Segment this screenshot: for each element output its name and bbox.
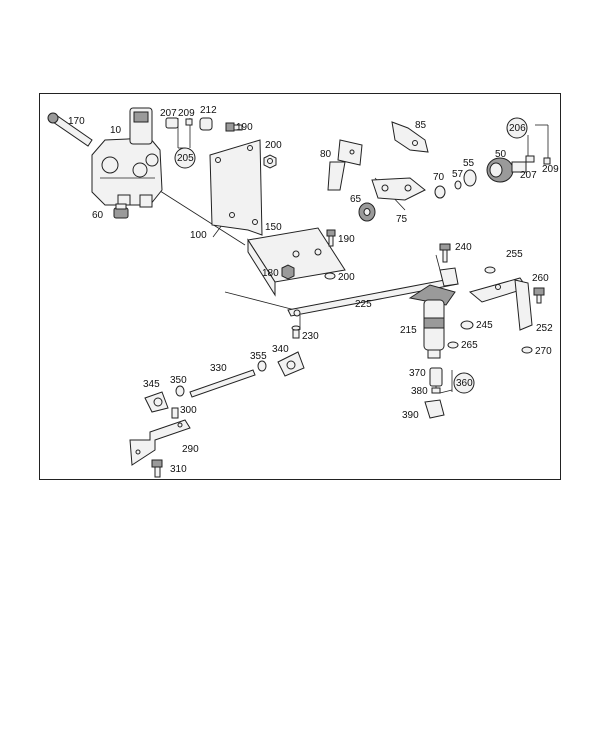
nut-part-180: [281, 264, 295, 280]
label-215: 215: [400, 325, 417, 336]
label-85: 85: [415, 120, 427, 131]
label-255: 255: [506, 249, 523, 260]
circle-part-360: [453, 372, 475, 394]
washer-part-265: [447, 341, 459, 349]
label-190-top: 190: [236, 122, 253, 133]
bracket-plate-part-100: [209, 139, 263, 236]
label-380: 380: [411, 386, 428, 397]
label-270: 270: [535, 346, 552, 357]
label-330: 330: [210, 363, 227, 374]
fittings-370-380-390: [424, 367, 475, 419]
label-150: 150: [265, 222, 282, 233]
label-225: 225: [355, 299, 372, 310]
label-206: 206: [509, 123, 526, 134]
label-340: 345: [143, 379, 160, 390]
label-55: 55: [463, 158, 475, 169]
pin-part-230: [291, 325, 301, 339]
label-205: 205: [177, 153, 194, 164]
screw-part-300: [171, 407, 179, 419]
nut-part-200-top: [263, 154, 277, 169]
label-300: 300: [180, 405, 197, 416]
label-207-right: 207: [520, 170, 537, 181]
label-355: 355: [250, 351, 267, 362]
label-207-left: 207: [160, 108, 177, 119]
label-290: 290: [182, 444, 199, 455]
linkage-rod-part-225: [287, 267, 459, 317]
label-190-lower: 190: [338, 234, 355, 245]
label-209-left: 209: [178, 108, 195, 119]
label-252: 252: [536, 323, 553, 334]
nut-part-65: [358, 202, 376, 222]
label-390: 390: [402, 410, 419, 421]
label-75: 75: [396, 214, 408, 225]
bolt-part-190-lower: [326, 229, 336, 247]
circle-part-205: [174, 147, 196, 169]
bolt-part-170: [47, 112, 93, 147]
label-57: 57: [452, 169, 464, 180]
washer-part-270: [521, 346, 533, 354]
label-170: 170: [68, 116, 85, 127]
rings-parts-70-57-55: [434, 169, 477, 199]
fittings-207-209-212: [165, 117, 213, 169]
bracket-part-290: [129, 419, 191, 466]
diagram-frame: [39, 93, 561, 480]
fitting-part-60: [113, 203, 129, 219]
label-260: 260: [532, 273, 549, 284]
label-265: 265: [461, 340, 478, 351]
label-350: 350: [170, 375, 187, 386]
bolt-part-190-top: [225, 122, 243, 132]
fittings-206-207-209: [506, 117, 551, 165]
label-360: 360: [456, 378, 473, 389]
label-209-right: 209: [542, 164, 559, 175]
label-180: 180: [262, 268, 279, 279]
label-230: 230: [302, 331, 319, 342]
label-60: 60: [92, 210, 104, 221]
label-200-top: 200: [265, 140, 282, 151]
label-245: 245: [476, 320, 493, 331]
washer-part-200-lower: [324, 272, 336, 280]
label-345: 340: [272, 344, 289, 355]
bracket-part-80: [327, 139, 363, 191]
washer-part-245: [460, 320, 474, 330]
label-200-lower: 200: [338, 272, 355, 283]
bolt-part-260: [533, 287, 545, 304]
bracket-part-85: [391, 121, 429, 153]
label-50: 50: [495, 149, 507, 160]
label-80: 80: [320, 149, 332, 160]
ball-joint-part-340: [144, 391, 169, 413]
actuator-part-50: [486, 157, 527, 183]
label-240: 240: [455, 242, 472, 253]
bolt-part-240: [439, 243, 451, 263]
threaded-rod-part-330: [189, 369, 256, 398]
valve-part-215: [408, 284, 456, 359]
bracket-part-252: [468, 277, 533, 331]
part-labels: 170 10 207 209 212 205 190 200 60 100 15…: [68, 105, 559, 475]
valve-block-part-10: [91, 107, 163, 208]
label-100: 100: [190, 230, 207, 241]
label-310: 310: [170, 464, 187, 475]
label-212: 212: [200, 105, 217, 116]
circle-part-206: [506, 117, 528, 139]
bolt-part-310: [151, 459, 163, 478]
nut-part-255: [484, 266, 496, 274]
nut-part-355: [257, 360, 267, 372]
ball-joint-part-345: [277, 351, 305, 377]
label-65: 65: [350, 194, 362, 205]
label-10: 10: [110, 125, 122, 136]
label-370: 370: [409, 368, 426, 379]
label-70: 70: [433, 172, 445, 183]
plate-part-75: [371, 177, 426, 201]
nut-part-350: [175, 385, 185, 397]
angle-bracket-part-150: [247, 227, 346, 297]
